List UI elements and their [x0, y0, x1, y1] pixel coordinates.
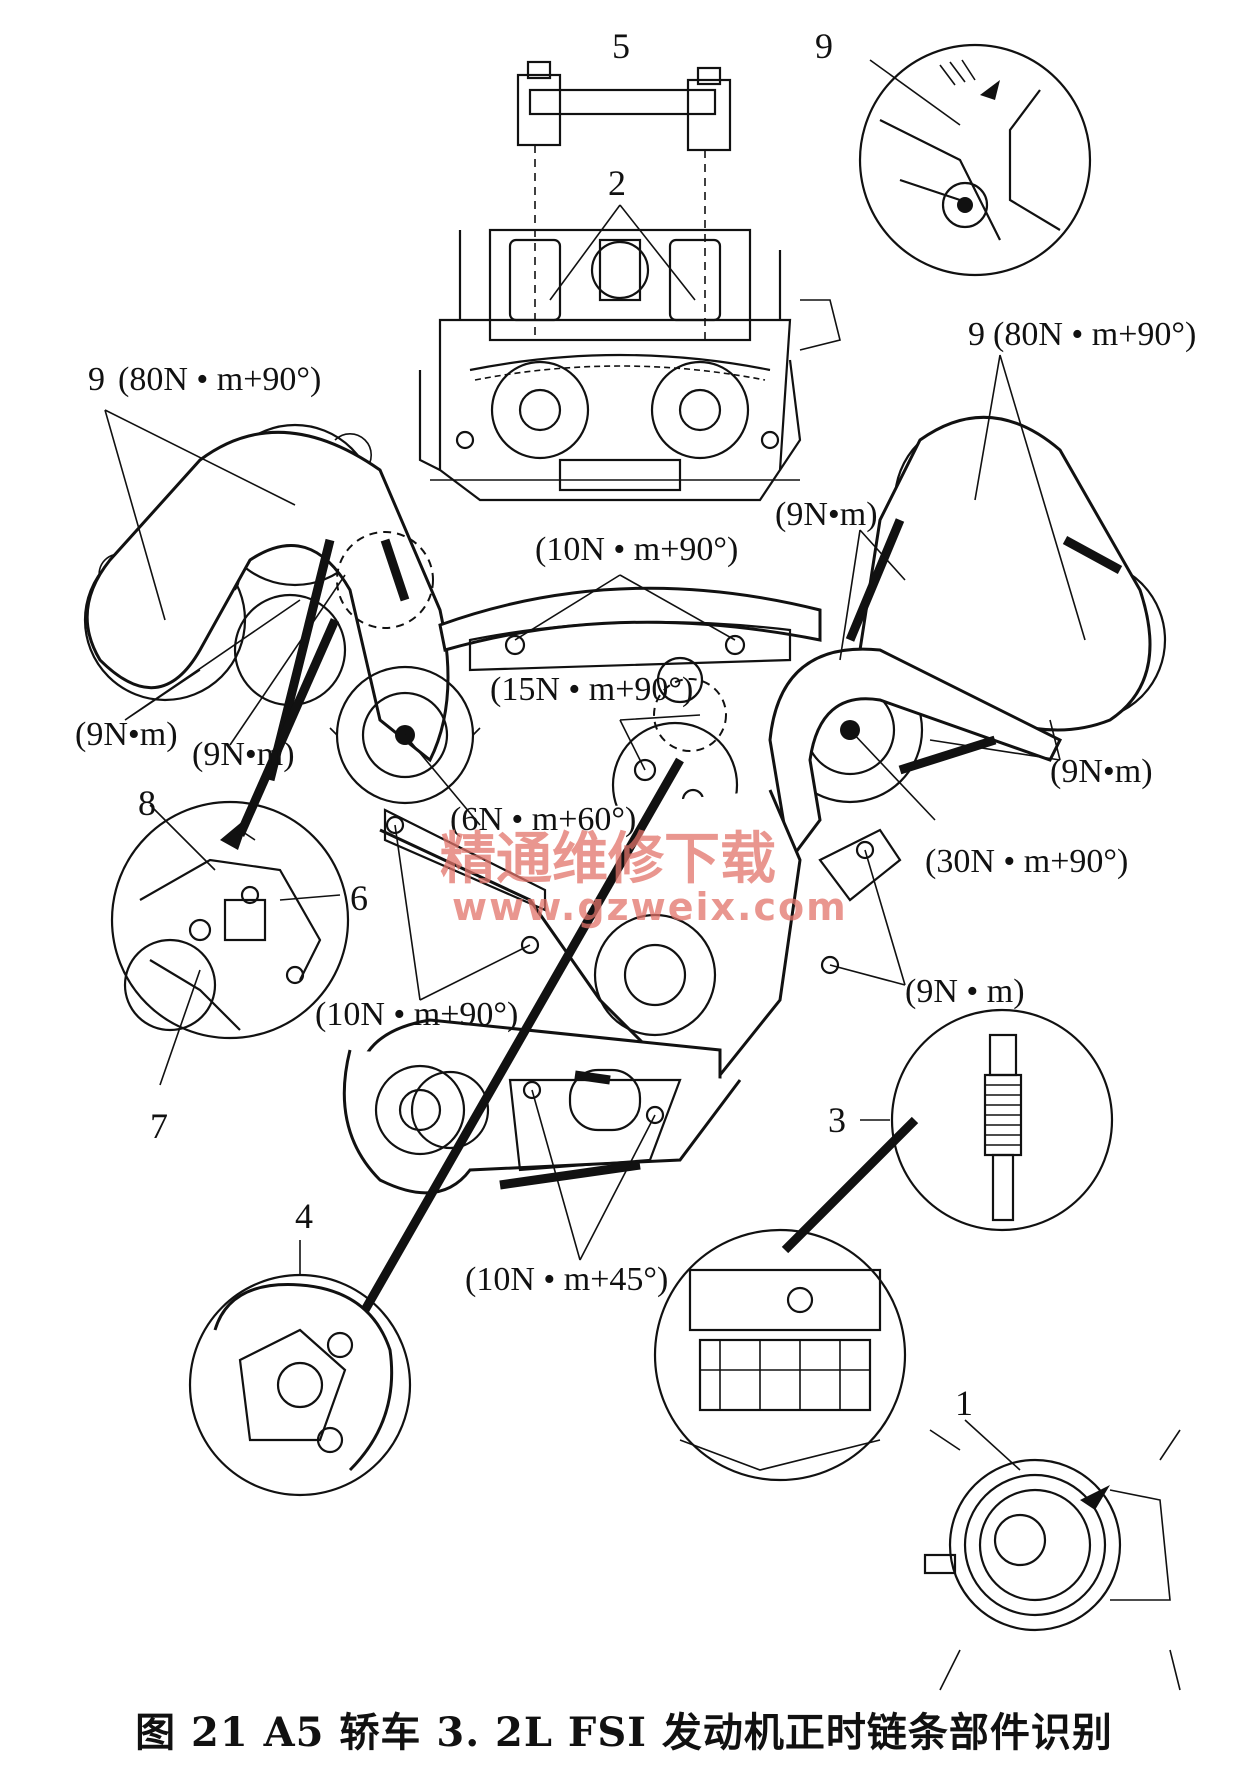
detail-circle-block: [653, 1228, 907, 1482]
torque-left-lower: (9N•m): [75, 716, 178, 753]
detail-circle-4: [188, 1240, 412, 1497]
right-camshaft-sprockets: [858, 415, 1167, 732]
callout-6: 6: [350, 878, 368, 918]
callout-9-right: 9: [968, 316, 985, 353]
torque-right-tensioner: (9N•m): [775, 496, 878, 533]
callout-2: 2: [608, 163, 626, 203]
figure-caption: 图 21 A5 轿车 3. 2L FSI 发动机正时链条部件识别: [135, 1709, 1113, 1756]
torque-right-lower: (9N•m): [1050, 753, 1153, 790]
torque-center-guide: (10N • m+90°): [315, 996, 518, 1033]
crank-pulley-detail: [923, 1419, 1181, 1691]
torque-right-cam: (80N • m+90°): [993, 316, 1196, 353]
callout-3: 3: [828, 1100, 846, 1140]
callout-4: 4: [295, 1196, 313, 1236]
torque-bottom-guide: (10N • m+45°): [465, 1261, 668, 1298]
upper-chain-guide: [438, 574, 822, 704]
torque-leaders: [104, 354, 1086, 1261]
detail-circle-3: [860, 1008, 1114, 1232]
callout-8: 8: [138, 783, 156, 823]
torque-right-bracket: (9N • m): [905, 973, 1025, 1010]
torque-left-cam: (80N • m+90°): [118, 361, 321, 398]
torque-right-sprocket: (30N • m+90°): [925, 843, 1128, 880]
callout-2-leader: [549, 204, 696, 301]
callout-1: 1: [955, 1383, 973, 1423]
watermark-url: www.gzweix.com: [452, 885, 848, 929]
torque-left-small-sprocket: (6N • m+60°): [450, 801, 636, 838]
left-tensioner-detail-marker: [336, 531, 434, 629]
center-idler: [611, 678, 739, 849]
torque-left-tensioner: (9N•m): [192, 736, 295, 773]
tool-5-bridge: [516, 60, 732, 340]
watermark-cn: 精通维修下载: [440, 827, 776, 892]
callout-9-top: 9: [815, 26, 833, 66]
cylinder-head-drawing: [418, 228, 841, 502]
callout-5: 5: [612, 26, 630, 66]
callout-9-left: 9: [88, 361, 105, 398]
torque-idler: (15N • m+90°): [490, 671, 693, 708]
detail-circle-9: [858, 43, 1092, 277]
detail-circle-tensioner: [110, 618, 350, 1086]
torque-upper-guide: (10N • m+90°): [535, 531, 738, 568]
crankshaft-chain: [342, 789, 902, 1195]
callout-7: 7: [150, 1106, 168, 1146]
